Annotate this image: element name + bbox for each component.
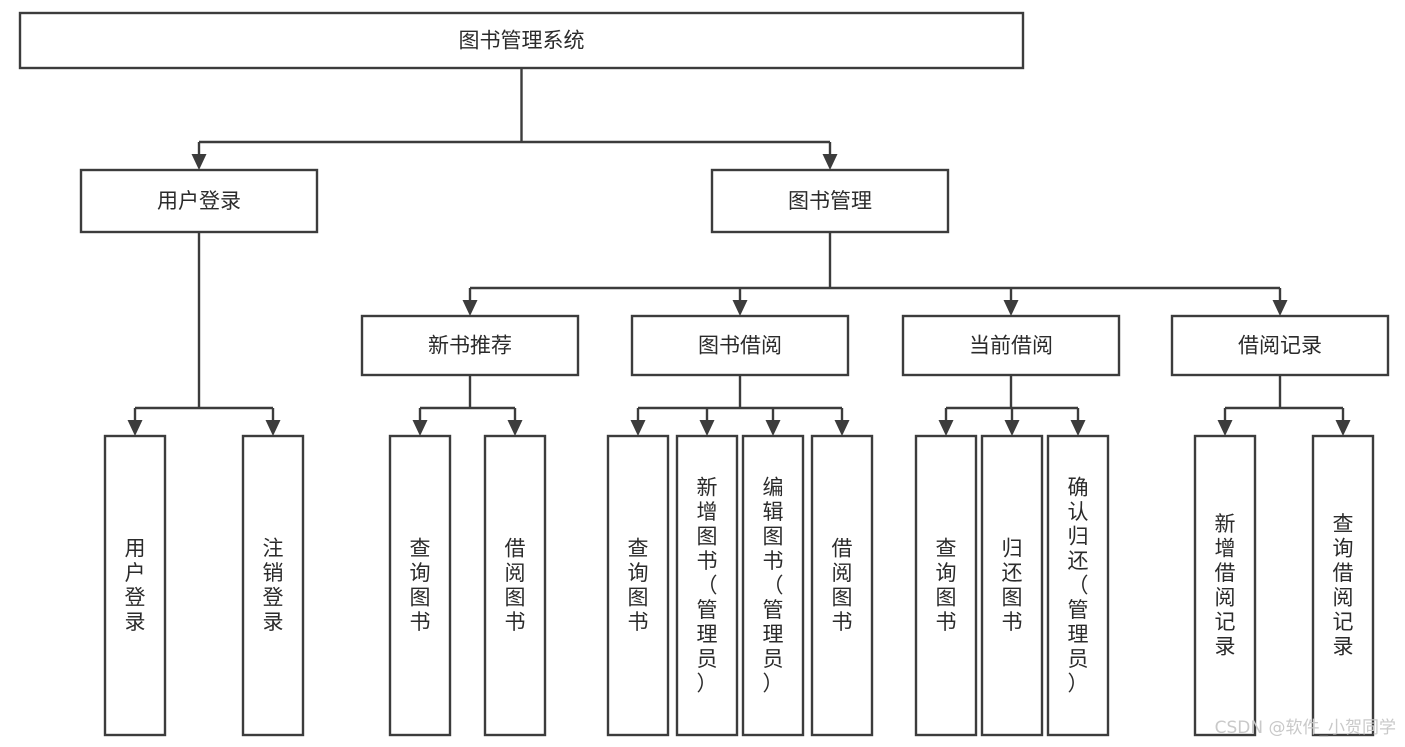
edge-arrowhead	[1003, 300, 1019, 316]
node-book-manage[interactable]: 图书管理	[710, 168, 950, 234]
node-leaf-add-borrow-record[interactable]: 新增借阅记录	[1193, 434, 1257, 737]
node-box-book-borrow	[630, 314, 850, 377]
node-leaf-user-login[interactable]: 用户登录	[103, 434, 167, 737]
node-leaf-logout-login[interactable]: 注销登录	[241, 434, 305, 737]
edge-arrowhead	[462, 300, 478, 316]
node-box-leaf-borrow-book-1	[483, 434, 547, 737]
node-borrow-record[interactable]: 借阅记录	[1170, 314, 1390, 377]
edge-arrowhead	[1070, 420, 1086, 436]
edge-arrowhead	[834, 420, 850, 436]
node-box-leaf-logout-login	[241, 434, 305, 737]
node-leaf-query-book-1[interactable]: 查询图书	[388, 434, 452, 737]
node-label-new-book-recommend: 新书推荐	[428, 334, 512, 358]
node-box-leaf-query-book-3	[914, 434, 978, 737]
node-label-root: 图书管理系统	[459, 29, 585, 53]
node-label-leaf-edit-book-admin: 编辑图书（管理员）	[763, 475, 784, 695]
node-label-leaf-borrow-book-1: 借阅图书	[505, 537, 526, 635]
edge-arrowhead	[1217, 420, 1233, 436]
edge-arrowhead	[765, 420, 781, 436]
node-box-leaf-query-borrow-record	[1311, 434, 1375, 737]
node-label-borrow-record: 借阅记录	[1238, 334, 1322, 358]
node-leaf-query-borrow-record[interactable]: 查询借阅记录	[1311, 434, 1375, 737]
node-box-book-manage	[710, 168, 950, 234]
node-box-leaf-return-book	[980, 434, 1044, 737]
edge-arrowhead	[412, 420, 428, 436]
edge-arrowhead	[822, 154, 838, 170]
edge-arrowhead	[265, 420, 281, 436]
edge-arrowhead	[127, 420, 143, 436]
edge-arrowhead	[1335, 420, 1351, 436]
node-box-leaf-add-borrow-record	[1193, 434, 1257, 737]
edge-arrowhead	[732, 300, 748, 316]
node-layer: 图书管理系统用户登录图书管理新书推荐图书借阅当前借阅借阅记录用户登录注销登录查询…	[18, 11, 1390, 737]
node-box-leaf-query-book-1	[388, 434, 452, 737]
node-label-leaf-query-book-1: 查询图书	[410, 537, 431, 635]
node-box-new-book-recommend	[360, 314, 580, 377]
node-label-leaf-user-login: 用户登录	[125, 537, 146, 635]
node-label-leaf-query-book-2: 查询图书	[628, 537, 649, 635]
node-label-leaf-query-book-3: 查询图书	[936, 537, 957, 635]
node-leaf-borrow-book-2[interactable]: 借阅图书	[810, 434, 874, 737]
node-label-leaf-add-borrow-record: 新增借阅记录	[1215, 512, 1236, 659]
edge-arrowhead	[630, 420, 646, 436]
node-label-leaf-confirm-return-admin: 确认归还（管理员）	[1068, 475, 1089, 695]
node-label-leaf-borrow-book-2: 借阅图书	[832, 537, 853, 635]
node-current-borrow[interactable]: 当前借阅	[901, 314, 1121, 377]
node-leaf-confirm-return-admin[interactable]: 确认归还（管理员）	[1046, 434, 1110, 737]
node-box-current-borrow	[901, 314, 1121, 377]
node-box-root	[18, 11, 1025, 70]
edge-arrowhead	[1272, 300, 1288, 316]
node-label-book-borrow: 图书借阅	[698, 334, 782, 358]
node-leaf-add-book-admin[interactable]: 新增图书（管理员）	[675, 434, 739, 737]
node-box-leaf-confirm-return-admin	[1046, 434, 1110, 737]
edge-arrowhead	[699, 420, 715, 436]
node-box-leaf-edit-book-admin	[741, 434, 805, 737]
node-label-leaf-add-book-admin: 新增图书（管理员）	[697, 475, 718, 695]
node-leaf-borrow-book-1[interactable]: 借阅图书	[483, 434, 547, 737]
node-label-leaf-logout-login: 注销登录	[263, 537, 284, 635]
node-box-leaf-borrow-book-2	[810, 434, 874, 737]
node-box-leaf-user-login	[103, 434, 167, 737]
node-label-user-login: 用户登录	[157, 189, 241, 213]
node-label-book-manage: 图书管理	[788, 189, 872, 213]
edge-arrowhead	[1004, 420, 1020, 436]
node-box-leaf-query-book-2	[606, 434, 670, 737]
node-box-borrow-record	[1170, 314, 1390, 377]
node-box-leaf-add-book-admin	[675, 434, 739, 737]
edge-arrowhead	[938, 420, 954, 436]
edge-layer	[127, 68, 1351, 436]
edge-arrowhead	[507, 420, 523, 436]
node-leaf-query-book-2[interactable]: 查询图书	[606, 434, 670, 737]
node-box-user-login	[79, 168, 319, 234]
node-leaf-edit-book-admin[interactable]: 编辑图书（管理员）	[741, 434, 805, 737]
node-root[interactable]: 图书管理系统	[18, 11, 1025, 70]
edge-arrowhead	[191, 154, 207, 170]
node-label-leaf-query-borrow-record: 查询借阅记录	[1333, 512, 1354, 659]
node-leaf-query-book-3[interactable]: 查询图书	[914, 434, 978, 737]
node-label-current-borrow: 当前借阅	[969, 334, 1053, 358]
node-new-book-recommend[interactable]: 新书推荐	[360, 314, 580, 377]
node-user-login[interactable]: 用户登录	[79, 168, 319, 234]
node-book-borrow[interactable]: 图书借阅	[630, 314, 850, 377]
csdn-watermark: CSDN @软件_小贺同学	[1215, 718, 1396, 738]
node-leaf-return-book[interactable]: 归还图书	[980, 434, 1044, 737]
node-label-leaf-return-book: 归还图书	[1002, 537, 1023, 635]
